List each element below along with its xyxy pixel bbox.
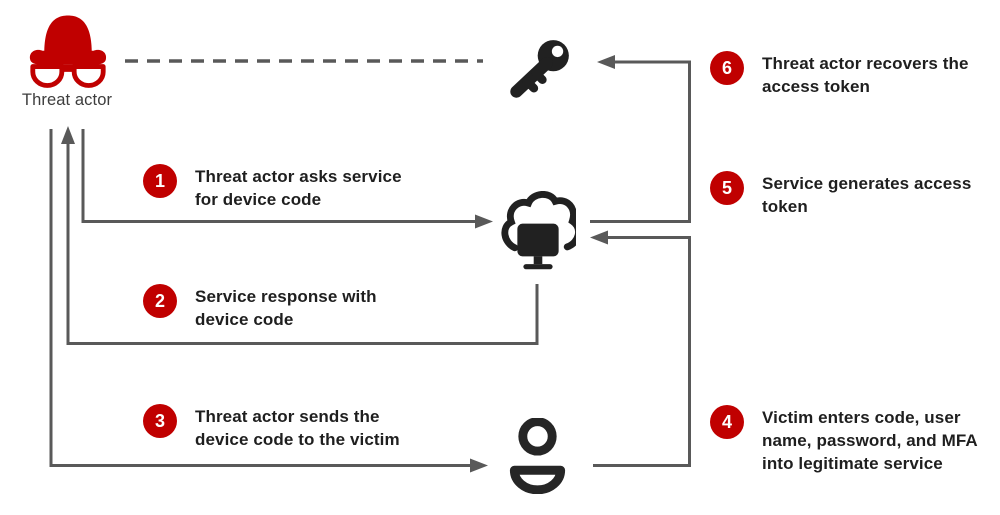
step-5-text: Service generates access token: [762, 174, 972, 216]
arrow-victim-to-service: [590, 230, 691, 467]
step-6-text: Threat actor recovers the access token: [762, 54, 969, 96]
person-icon: [509, 417, 566, 499]
step-1-text: Threat actor asks service for device cod…: [195, 167, 402, 209]
step-2-badge: 2: [143, 284, 177, 318]
arrow-service-to-key: [590, 55, 691, 223]
step-3-badge: 3: [143, 404, 177, 438]
step-1: 1 Threat actor asks service for device c…: [143, 164, 402, 211]
step-2-text: Service response with device code: [195, 287, 377, 329]
cloud-computer-icon: [500, 191, 582, 282]
step-5: 5 Service generates access token: [710, 171, 972, 218]
threat-actor-spy-icon: [24, 12, 112, 98]
step-3-text: Threat actor sends the device code to th…: [195, 407, 400, 449]
threat-actor-label: Threat actor: [21, 91, 113, 109]
step-1-badge: 1: [143, 164, 177, 198]
step-6: 6 Threat actor recovers the access token: [710, 51, 969, 98]
step-4: 4 Victim enters code, user name, passwor…: [710, 405, 978, 475]
step-2: 2 Service response with device code: [143, 284, 377, 331]
step-6-badge: 6: [710, 51, 744, 85]
step-5-badge: 5: [710, 171, 744, 205]
step-3: 3 Threat actor sends the device code to …: [143, 404, 400, 451]
step-4-text: Victim enters code, user name, password,…: [762, 408, 978, 473]
key-icon: [503, 33, 579, 106]
step-4-badge: 4: [710, 405, 744, 439]
